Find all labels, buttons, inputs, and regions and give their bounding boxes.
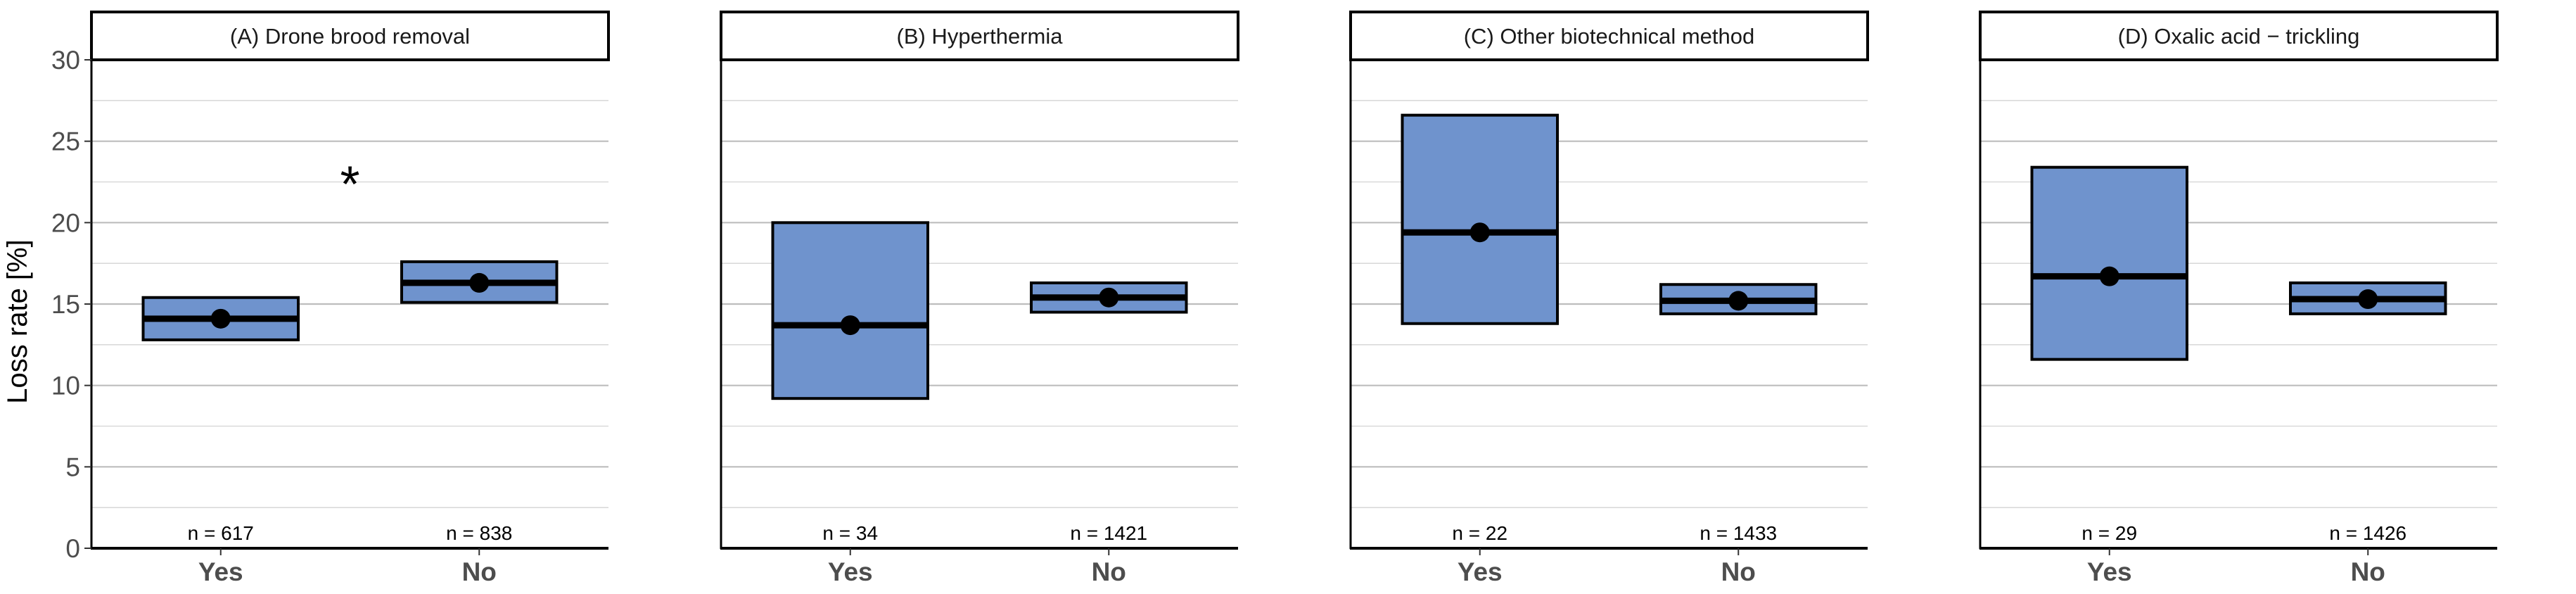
y-tick-label: 0 <box>65 534 80 563</box>
facet-title: (A) Drone brood removal <box>230 24 470 49</box>
sample-size-label: n = 22 <box>1452 522 1507 544</box>
estimate-point <box>1469 222 1490 243</box>
confidence-box <box>1401 113 1559 325</box>
x-tick-label: Yes <box>828 557 873 586</box>
facet-strip <box>1979 11 2499 61</box>
facet-title: (C) Other biotechnical method <box>1464 24 1755 49</box>
y-tick-label: 30 <box>51 46 80 75</box>
x-tick-label: Yes <box>2087 557 2132 586</box>
x-tick-label: No <box>1721 557 1756 586</box>
facet-strip <box>1349 11 1869 61</box>
sample-size-label: n = 1421 <box>1070 522 1147 544</box>
y-tick-label: 20 <box>51 208 80 237</box>
estimate-point <box>1728 291 1749 311</box>
facet-title: (B) Hyperthermia <box>897 24 1064 49</box>
estimate-point <box>1099 287 1119 308</box>
confidence-box <box>2030 165 2188 361</box>
confidence-box <box>771 221 929 400</box>
panel: (C) Other biotechnical method n = 22 Yes n … <box>1349 11 1869 586</box>
y-tick-label: 10 <box>51 372 80 400</box>
panel: (D) Oxalic acid − trickling n = 29 Yes n = … <box>1979 11 2499 586</box>
y-tick-label: 25 <box>51 127 80 156</box>
facet-strip <box>720 11 1239 61</box>
x-tick-label: Yes <box>198 557 243 586</box>
x-tick-label: No <box>2351 557 2385 586</box>
y-tick-label: 15 <box>51 290 80 319</box>
sample-size-label: n = 1433 <box>1700 522 1777 544</box>
estimate-point <box>2099 266 2119 286</box>
y-axis: 0 5 10 15 20 25 30 <box>51 46 91 563</box>
significance-marker: * <box>340 156 359 213</box>
x-tick-label: No <box>1092 557 1126 586</box>
estimate-point <box>840 315 860 336</box>
x-tick-label: No <box>462 557 497 586</box>
facet-strip <box>90 11 610 61</box>
x-tick-label: Yes <box>1458 557 1503 586</box>
sample-size-label: n = 29 <box>2081 522 2137 544</box>
sample-size-label: n = 838 <box>446 522 512 544</box>
facet-title: (D) Oxalic acid − trickling <box>2118 24 2360 49</box>
y-tick-label: 5 <box>65 453 80 481</box>
sample-size-label: n = 617 <box>188 522 254 544</box>
estimate-point <box>210 308 231 329</box>
sample-size-label: n = 1426 <box>2329 522 2406 544</box>
estimate-point <box>469 272 490 293</box>
sample-size-label: n = 34 <box>822 522 878 544</box>
estimate-point <box>2358 289 2378 310</box>
y-axis-title: Loss rate [%] <box>2 239 33 403</box>
